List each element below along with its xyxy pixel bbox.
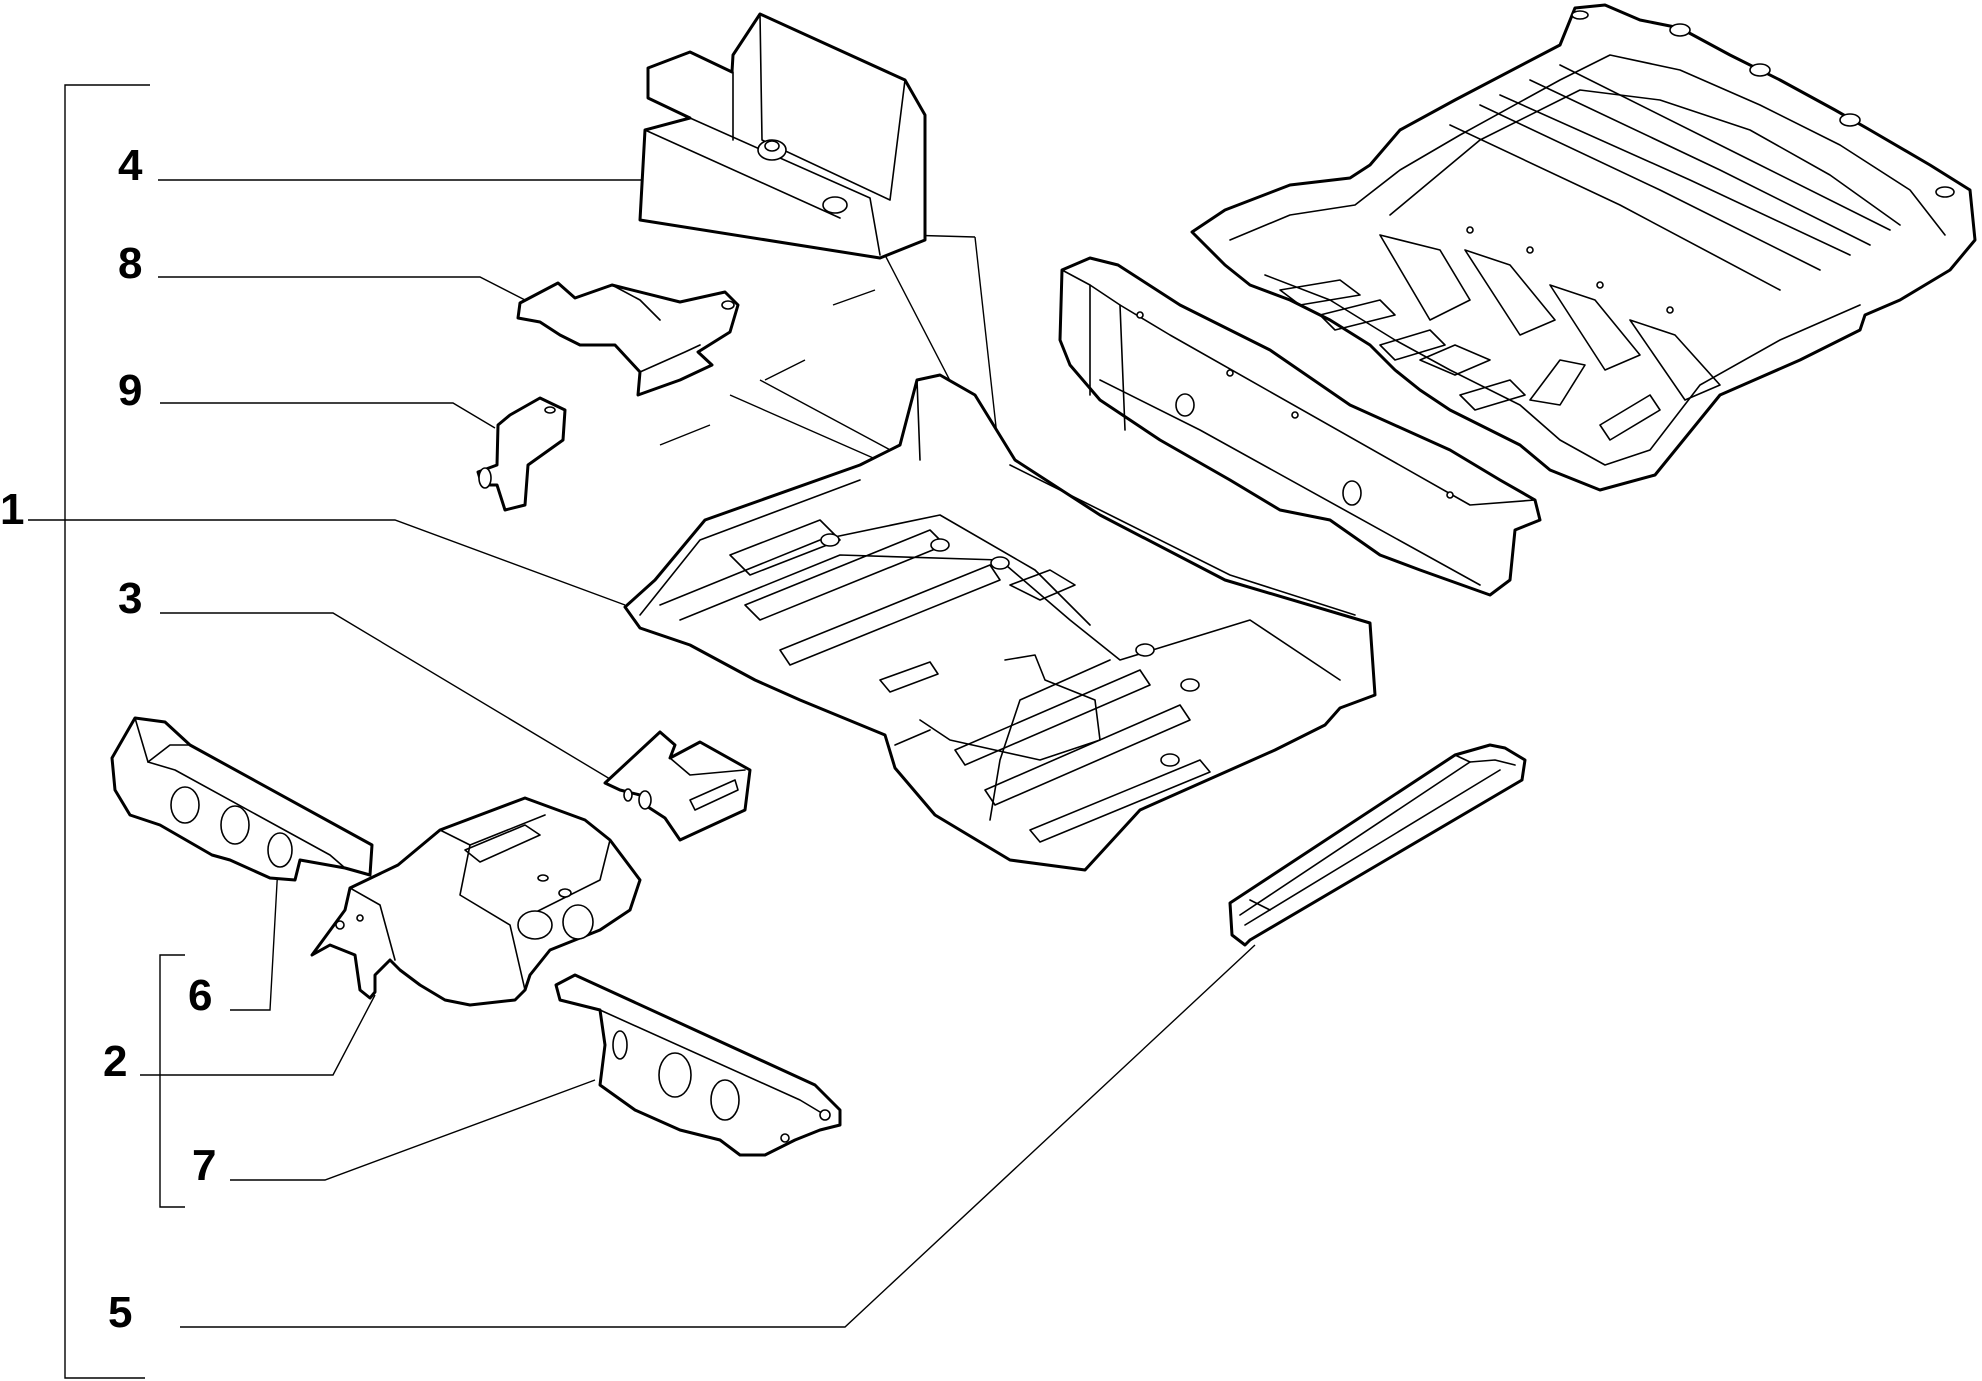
alignment-line <box>659 424 711 446</box>
part-6-cross-member-left <box>110 716 374 882</box>
leader-line-1 <box>28 519 626 606</box>
part-2-central-tunnel <box>310 796 642 1007</box>
part-7-cross-member-right <box>554 973 842 1157</box>
leader-line-5 <box>180 944 1256 1328</box>
callout-6[interactable]: 6 <box>188 971 212 1020</box>
group-bracket-2 <box>159 954 185 1208</box>
part-1-floor-pan <box>623 373 1377 872</box>
callout-3[interactable]: 3 <box>118 574 142 623</box>
part-4-seat-bracket <box>638 12 927 260</box>
leader-line-4 <box>158 169 699 181</box>
leader-line-3 <box>160 612 621 786</box>
callout-7[interactable]: 7 <box>192 1141 216 1190</box>
part-5-side-sill <box>1228 743 1527 947</box>
alignment-line <box>832 289 876 306</box>
part-8-mounting-plate <box>516 281 740 397</box>
callout-9[interactable]: 9 <box>118 366 142 415</box>
leader-line-7 <box>230 1079 596 1181</box>
callout-2[interactable]: 2 <box>103 1037 127 1086</box>
rear-cross-member <box>1058 256 1542 597</box>
callout-1[interactable]: 1 <box>0 485 24 534</box>
callout-5[interactable]: 5 <box>108 1288 132 1337</box>
leader-line-2 <box>140 994 376 1076</box>
callout-4[interactable]: 4 <box>118 141 143 190</box>
leader-line-6 <box>230 864 279 1011</box>
part-9-pin-bracket <box>476 396 567 512</box>
alignment-line <box>764 359 806 381</box>
rear-floor-pan <box>1190 3 1977 492</box>
callout-8[interactable]: 8 <box>118 239 142 288</box>
part-3-small-bracket <box>603 730 752 842</box>
leader-line-9 <box>160 402 496 429</box>
leader-line-8 <box>158 276 526 301</box>
group-bracket-1 <box>64 84 150 1379</box>
